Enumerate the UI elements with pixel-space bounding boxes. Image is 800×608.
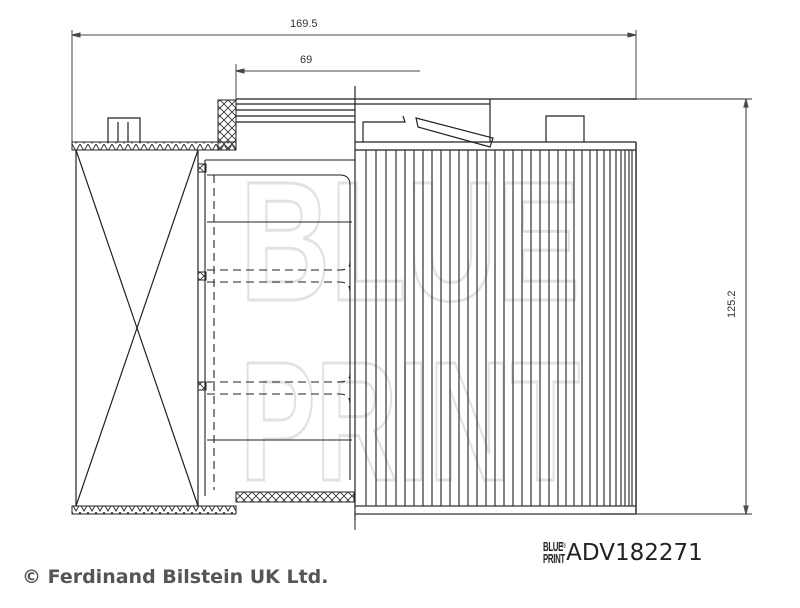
dimension-width xyxy=(71,30,637,145)
dimension-inner xyxy=(235,64,420,150)
seal-top-raised xyxy=(217,99,237,151)
dimension-height-label: 125.2 xyxy=(726,290,738,318)
registered-mark: ® xyxy=(561,542,567,550)
clip-marker-2 xyxy=(197,271,207,281)
watermark: BLUE PRINT xyxy=(239,146,582,519)
inner-core xyxy=(204,159,355,496)
svg-text:BLUE: BLUE xyxy=(240,147,580,337)
seal-top xyxy=(71,141,237,151)
dimension-width-label: 169.5 xyxy=(290,18,318,30)
copyright-notice: © Ferdinand Bilstein UK Ltd. xyxy=(22,566,329,588)
seal-bottom xyxy=(71,505,237,515)
svg-text:PRINT: PRINT xyxy=(240,327,580,517)
brand-line1: BLUE xyxy=(543,539,564,554)
pleated-media xyxy=(355,142,637,515)
part-number: ADV182271 xyxy=(566,540,703,566)
clip-marker-1 xyxy=(197,163,207,173)
brand-block: BLUE PRINT ® ADV182271 xyxy=(543,540,703,566)
brand-logo: BLUE PRINT xyxy=(543,539,565,566)
dimension-height xyxy=(600,98,752,515)
clip-marker-3 xyxy=(197,381,207,391)
left-section xyxy=(75,149,199,507)
dimension-inner-label: 69 xyxy=(300,54,313,66)
brand-line2: PRINT xyxy=(543,551,565,566)
seal-bottom-inner xyxy=(235,491,355,503)
